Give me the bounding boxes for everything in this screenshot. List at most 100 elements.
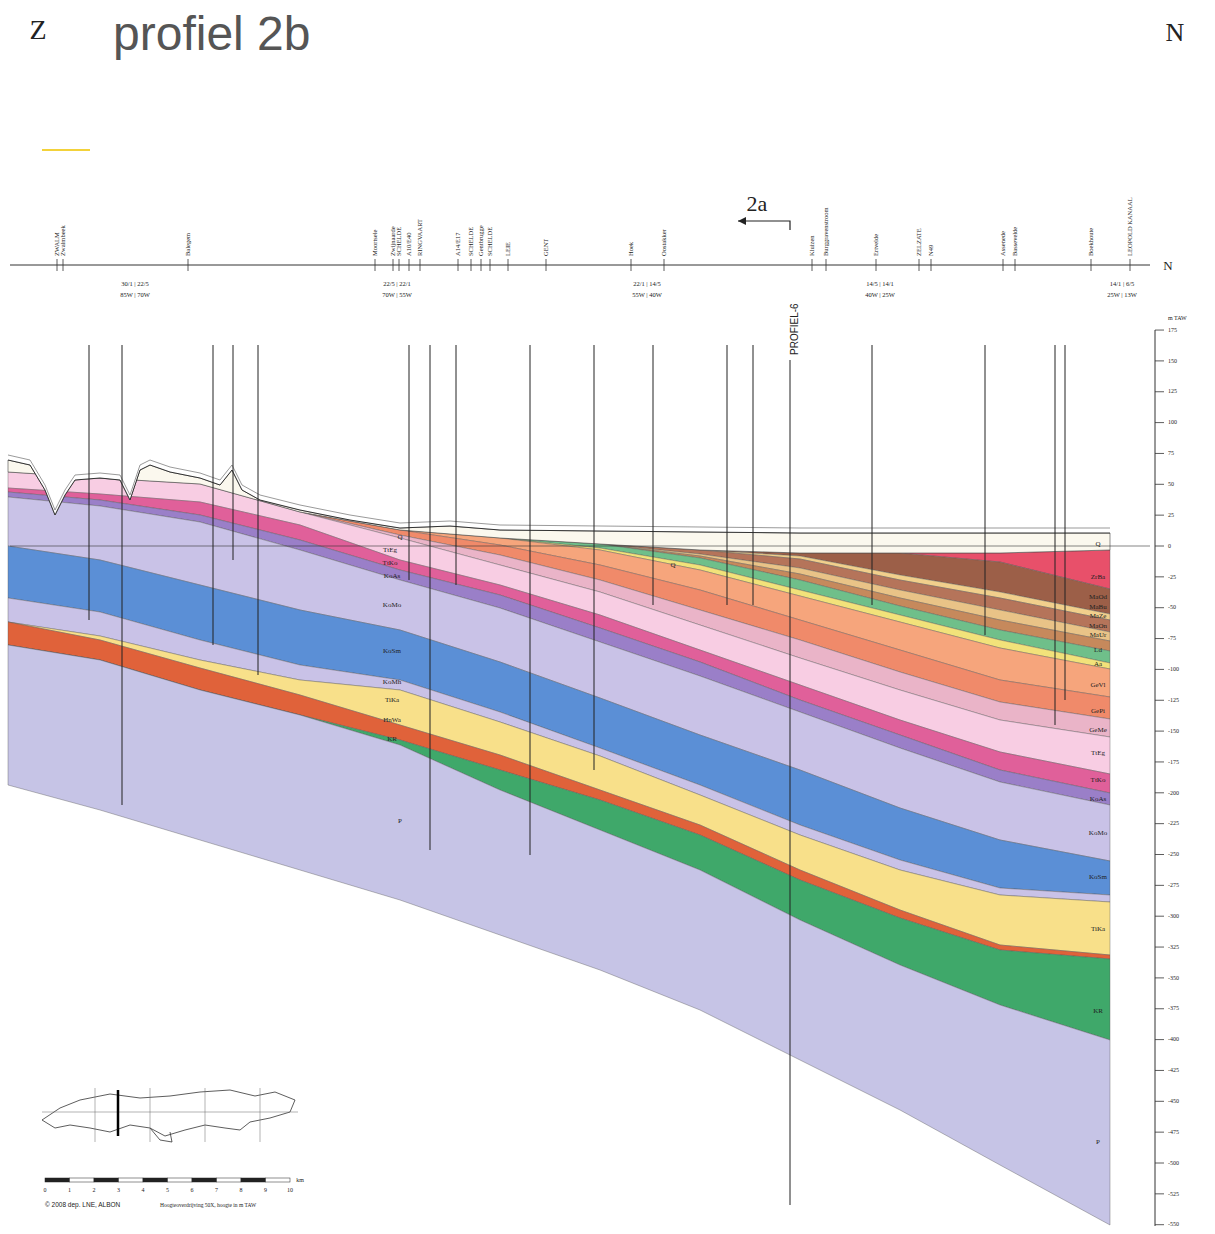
arrow-head — [738, 217, 746, 225]
map-label: N — [1163, 259, 1172, 273]
map-label: -125 — [1168, 697, 1179, 704]
borehole-line — [89, 345, 90, 620]
map-label: -200 — [1168, 790, 1179, 797]
map-label: -550 — [1168, 1221, 1179, 1228]
depth-tick — [1155, 885, 1164, 886]
map-label: N — [1166, 19, 1185, 48]
depth-tick — [1155, 576, 1164, 577]
scale-segment — [94, 1178, 119, 1182]
map-label: 100 — [1168, 419, 1177, 426]
place-label: RINGVAART — [416, 219, 423, 256]
place-label: Zwalmbeek — [59, 225, 66, 256]
scale-segment — [192, 1178, 217, 1182]
borehole-line — [258, 345, 259, 675]
scale-segment — [217, 1178, 242, 1182]
map-label: 2 — [93, 1187, 96, 1194]
inset-map — [42, 1088, 298, 1142]
place-label: Hoek — [627, 242, 634, 256]
map-label: 6 — [191, 1187, 194, 1194]
location-tick — [1091, 259, 1092, 271]
location-tick — [490, 259, 491, 271]
map-label: MaOd — [1089, 594, 1107, 602]
map-label: KoSm — [1089, 874, 1107, 882]
depth-tick — [1155, 391, 1164, 392]
map-label: Aa — [1094, 661, 1102, 669]
location-tick — [420, 259, 421, 271]
map-label: 0 — [44, 1187, 47, 1194]
location-tick — [1015, 259, 1016, 271]
map-label: 70W | 55W — [382, 291, 412, 298]
borehole-line — [985, 345, 986, 635]
location-tick — [919, 259, 920, 271]
ground-surface — [8, 455, 1110, 528]
map-grid — [42, 1088, 298, 1142]
place-label: N49 — [927, 245, 934, 256]
map-label: 30/1 | 22/5 — [121, 280, 149, 287]
depth-tick — [1155, 1039, 1164, 1040]
location-tick — [812, 259, 813, 271]
map-label: Q — [1095, 541, 1100, 549]
map-label: Z — [29, 15, 46, 46]
borehole-line — [233, 345, 234, 560]
map-label: Q — [397, 534, 402, 542]
location-tick — [876, 259, 877, 271]
depth-tick — [1155, 1132, 1164, 1133]
location-tick — [458, 259, 459, 271]
map-label: P — [398, 818, 402, 826]
depth-tick — [1155, 1224, 1164, 1225]
depth-tick — [1155, 854, 1164, 855]
location-tick — [471, 259, 472, 271]
map-label: MaBu — [1089, 604, 1107, 612]
map-label: 10 — [287, 1187, 293, 1194]
place-label: A14/E17 — [454, 233, 461, 256]
location-tick — [1130, 259, 1131, 271]
map-label: GePi — [1091, 708, 1105, 716]
place-label: A10/E40 — [405, 233, 412, 256]
map-label: -300 — [1168, 913, 1179, 920]
place-label: Bassevelde — [1011, 227, 1018, 256]
map-label: 55W | 40W — [632, 291, 662, 298]
map-label: 8 — [240, 1187, 243, 1194]
region-outline — [42, 1090, 295, 1136]
place-label: Balegem — [184, 233, 191, 256]
location-tick — [931, 259, 932, 271]
map-label: -75 — [1168, 635, 1176, 642]
depth-tick — [1155, 916, 1164, 917]
map-label: -475 — [1168, 1129, 1179, 1136]
place-label: SCHELDE — [395, 227, 402, 256]
depth-tick — [1155, 1008, 1164, 1009]
depth-tick — [1155, 761, 1164, 762]
map-label: -225 — [1168, 820, 1179, 827]
map-label: HnWa — [383, 717, 401, 725]
map-label: -100 — [1168, 666, 1179, 673]
location-tick — [481, 259, 482, 271]
borehole-line — [409, 345, 410, 580]
map-label: 40W | 25W — [865, 291, 895, 298]
location-tick — [546, 259, 547, 271]
borehole-line — [430, 345, 431, 850]
map-label: KR — [387, 736, 397, 744]
map-label: TtKo — [383, 560, 398, 568]
map-label: KoAs — [384, 573, 400, 581]
borehole-line — [753, 345, 754, 605]
location-tick — [393, 259, 394, 271]
map-label: -450 — [1168, 1098, 1179, 1105]
location-tick — [1003, 259, 1004, 271]
borehole-line — [1065, 345, 1066, 700]
map-label: KoMo — [1089, 830, 1107, 838]
map-label: 5 — [166, 1187, 169, 1194]
map-label: GeMe — [1089, 727, 1107, 735]
map-label: 22/1 | 14/5 — [633, 280, 661, 287]
place-label: GENT — [542, 239, 549, 256]
place-label: Assenede — [999, 231, 1006, 256]
map-label: KoSm — [383, 648, 401, 656]
borehole-line — [594, 345, 595, 770]
depth-tick — [1155, 669, 1164, 670]
map-label: -325 — [1168, 944, 1179, 951]
depth-tick — [1155, 422, 1164, 423]
depth-axis — [1155, 330, 1156, 1226]
depth-tick — [1155, 607, 1164, 608]
zero-line — [10, 546, 1150, 547]
depth-tick — [1155, 947, 1164, 948]
